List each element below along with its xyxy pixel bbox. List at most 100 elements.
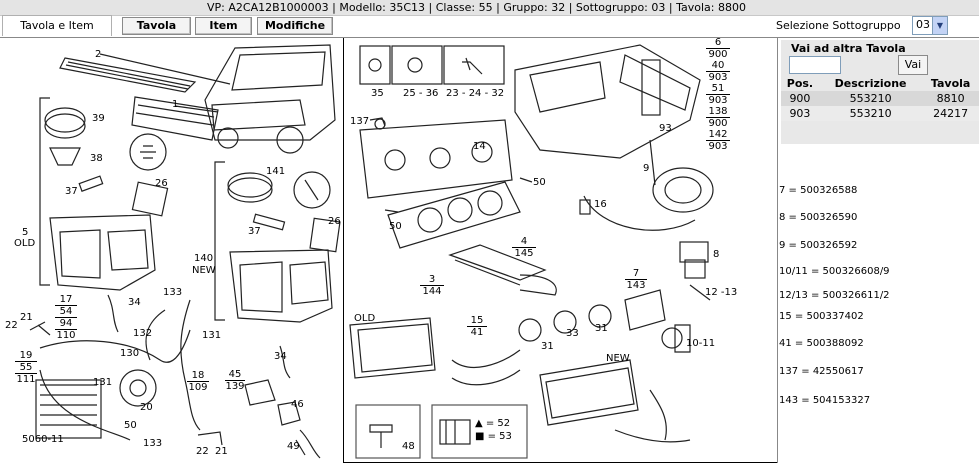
substitution-note: 137 = 42550617 — [779, 366, 864, 377]
tavola-button[interactable]: Tavola — [122, 17, 191, 35]
variant-label: OLD — [14, 238, 36, 249]
table-row[interactable]: 900 553210 8810 — [781, 91, 979, 106]
callout-fraction[interactable]: 18 109 — [187, 370, 209, 393]
cell-pos: 903 — [781, 106, 819, 121]
callout-number: 903 — [706, 71, 730, 83]
callout-label[interactable]: 22 — [5, 320, 18, 331]
callout-label[interactable]: 37 — [248, 226, 261, 237]
callout-label[interactable]: 5060-11 — [22, 434, 64, 445]
part-box-52-53 — [431, 404, 528, 459]
cell-tavola-link[interactable]: 24217 — [922, 106, 979, 121]
modifiche-button[interactable]: Modifiche — [257, 17, 333, 35]
callout-label[interactable]: 31 — [541, 341, 554, 352]
substitution-note: 10/11 = 500326608/9 — [779, 266, 890, 277]
callout-label[interactable]: 8 — [713, 249, 720, 260]
callout-label[interactable]: 10-11 — [686, 338, 716, 349]
callout-label[interactable]: 16 — [594, 199, 607, 210]
heater-box-new — [227, 171, 341, 323]
callout-number: 900 — [706, 117, 730, 129]
callout-number: 7 — [632, 268, 640, 279]
callout-label[interactable]: 22 — [196, 446, 209, 457]
tab-tavola-e-item[interactable]: Tavola e Item — [2, 15, 112, 36]
group-bracket — [214, 161, 225, 321]
goto-table-panel: Vai ad altra Tavola Vai Pos. Descrizione… — [781, 40, 979, 144]
callout-fraction[interactable]: 4 145 — [512, 236, 536, 259]
callout-fraction[interactable]: 19 55 111 — [15, 350, 37, 385]
vai-button[interactable]: Vai — [898, 55, 928, 75]
callout-label[interactable]: 35 — [371, 88, 384, 99]
callout-label[interactable]: 31 — [595, 323, 608, 334]
callout-label[interactable]: 130 — [120, 348, 140, 359]
table-number-input[interactable] — [789, 56, 841, 74]
callout-label[interactable]: 23 - 24 - 32 — [446, 88, 505, 99]
callout-label[interactable]: 12 -13 — [705, 287, 738, 298]
callout-fraction[interactable]: 7 143 — [625, 268, 647, 291]
callout-number: 41 — [467, 326, 487, 338]
callout-label[interactable]: 20 — [140, 402, 153, 413]
toolbar: Tavola e Item Tavola Item Modifiche Sele… — [0, 15, 979, 37]
callout-label[interactable]: 38 — [90, 153, 103, 164]
context-info-bar: VP: A2CA12B1000003 | Modello: 35C13 | Cl… — [0, 0, 979, 16]
part-box-48 — [355, 404, 421, 459]
callout-label[interactable]: 9 — [643, 163, 650, 174]
callout-label[interactable]: 34 — [128, 297, 141, 308]
column-header-tavola: Tavola — [922, 76, 979, 91]
callout-label[interactable]: 33 — [566, 328, 579, 339]
callout-label[interactable]: 14 — [473, 141, 486, 152]
callout-label[interactable]: 137 — [350, 116, 370, 127]
callout-label[interactable]: 131 — [93, 377, 113, 388]
callout-label[interactable]: 93 — [659, 123, 672, 134]
callout-number: 111 — [15, 373, 37, 385]
heater-box-old — [49, 214, 156, 291]
callout-label[interactable]: 48 — [402, 441, 415, 452]
substitution-note: 8 = 500326590 — [779, 212, 858, 223]
callout-label[interactable]: 49 — [287, 441, 300, 452]
callout-fraction[interactable]: 6 900 40 903 51 903 138 900 142 903 — [706, 37, 730, 152]
group-bracket — [39, 97, 50, 286]
callout-label[interactable]: 26 — [155, 178, 168, 189]
callout-fraction[interactable]: 15 41 — [467, 315, 487, 338]
callout-label[interactable]: 133 — [143, 438, 163, 449]
callout-label[interactable]: 50 — [124, 420, 137, 431]
callout-number: 109 — [187, 381, 209, 393]
chevron-down-icon[interactable]: ▼ — [932, 17, 947, 34]
callout-label[interactable]: 34 — [274, 351, 287, 362]
callout-label[interactable]: 37 — [65, 186, 78, 197]
callout-label[interactable]: 26 — [328, 216, 341, 227]
callout-label[interactable]: 50 — [389, 221, 402, 232]
screw-icon — [369, 424, 393, 448]
control-panel-parts — [359, 45, 557, 296]
subgroup-select[interactable]: 03 ▼ — [912, 16, 948, 35]
callout-label[interactable]: 132 — [133, 328, 153, 339]
callout-number: 19 — [19, 350, 33, 361]
substitution-note: 143 = 504153327 — [779, 395, 871, 406]
callout-label[interactable]: 133 — [163, 287, 183, 298]
cell-descrizione: 553210 — [818, 91, 923, 106]
cell-tavola-link[interactable]: 8810 — [922, 91, 979, 106]
callout-number: 139 — [225, 380, 245, 392]
callout-label[interactable]: 46 — [291, 399, 304, 410]
callout-label[interactable]: 5 — [22, 227, 29, 238]
related-tables: Pos. Descrizione Tavola 900 553210 8810 … — [781, 76, 979, 121]
callout-label[interactable]: 1 — [172, 99, 179, 110]
callout-number: 6 — [714, 37, 722, 48]
callout-label[interactable]: 50 — [533, 177, 546, 188]
callout-label[interactable]: 140 — [194, 253, 214, 264]
callout-number: 17 — [59, 294, 73, 305]
column-header-descrizione: Descrizione — [818, 76, 923, 91]
callout-label[interactable]: 25 - 36 — [403, 88, 439, 99]
callout-fraction[interactable]: 3 144 — [420, 274, 444, 297]
callout-label[interactable]: 2 — [95, 49, 102, 60]
callout-fraction[interactable]: 17 54 94 110 — [55, 294, 77, 341]
callout-label[interactable]: 131 — [202, 330, 222, 341]
callout-label[interactable]: 21 — [20, 312, 33, 323]
callout-fraction[interactable]: 45 139 — [225, 369, 245, 392]
callout-label[interactable]: 21 — [215, 446, 228, 457]
item-button[interactable]: Item — [195, 17, 252, 35]
callout-label[interactable]: 141 — [266, 166, 286, 177]
substitution-note: 15 = 500337402 — [779, 311, 864, 322]
panel-divider — [343, 38, 344, 462]
table-row[interactable]: 903 553210 24217 — [781, 106, 979, 121]
callout-label[interactable]: 39 — [92, 113, 105, 124]
